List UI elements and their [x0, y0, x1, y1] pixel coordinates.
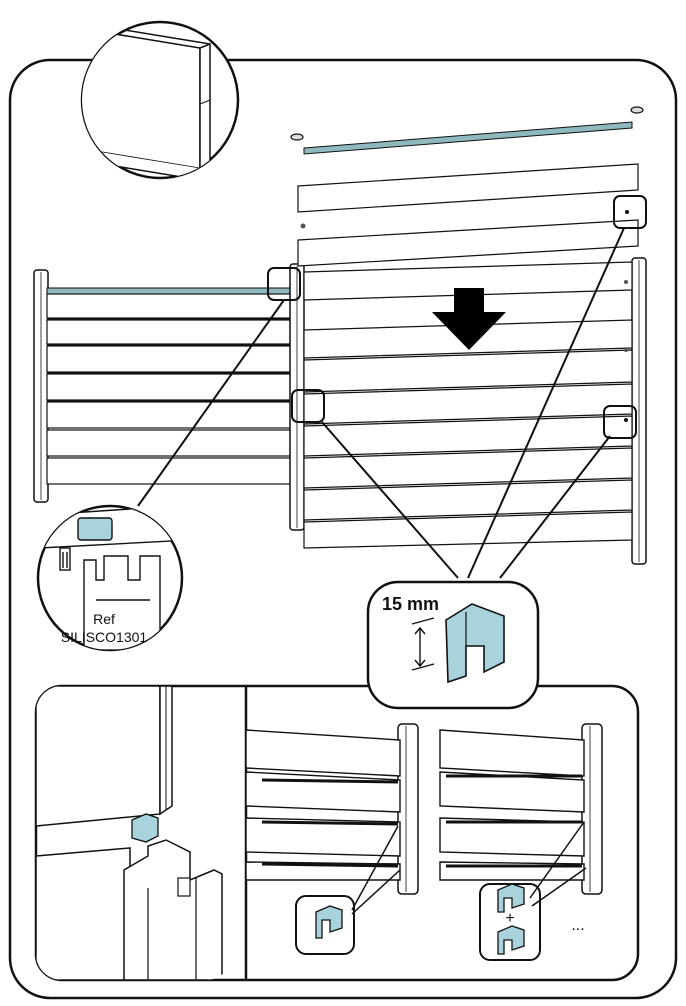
top-rail-falling — [303, 121, 633, 155]
post-cap-left — [290, 133, 304, 141]
ref-label: Ref — [93, 611, 115, 627]
dimension-arrow — [411, 617, 435, 671]
left-slats — [46, 293, 294, 485]
leader-lines — [137, 227, 625, 579]
multiple-clip-box: + ... — [479, 821, 587, 961]
fence-closeup-single — [246, 723, 419, 895]
clip-insertion-detail — [36, 686, 223, 980]
clip-placement-detail — [246, 723, 603, 895]
ellipsis: ... — [571, 917, 584, 934]
fence-closeup-multiple — [439, 723, 603, 895]
clip-size-callout: 15 mm — [366, 580, 540, 710]
post-cap-right — [630, 106, 644, 114]
fence-assembly — [33, 106, 647, 579]
floating-slats — [297, 163, 639, 267]
plus-sign: + — [505, 910, 514, 927]
left-top-rail — [46, 287, 294, 295]
clip-size-label: 15 mm — [382, 594, 439, 614]
ref-code: SILISCO1301 — [61, 629, 148, 645]
slat-detail-callout — [80, 20, 240, 180]
single-clip-box — [295, 825, 401, 955]
reference-part-callout: Ref SILISCO1301 — [36, 504, 184, 652]
down-arrow — [432, 288, 506, 350]
left-fence-section — [33, 269, 294, 503]
